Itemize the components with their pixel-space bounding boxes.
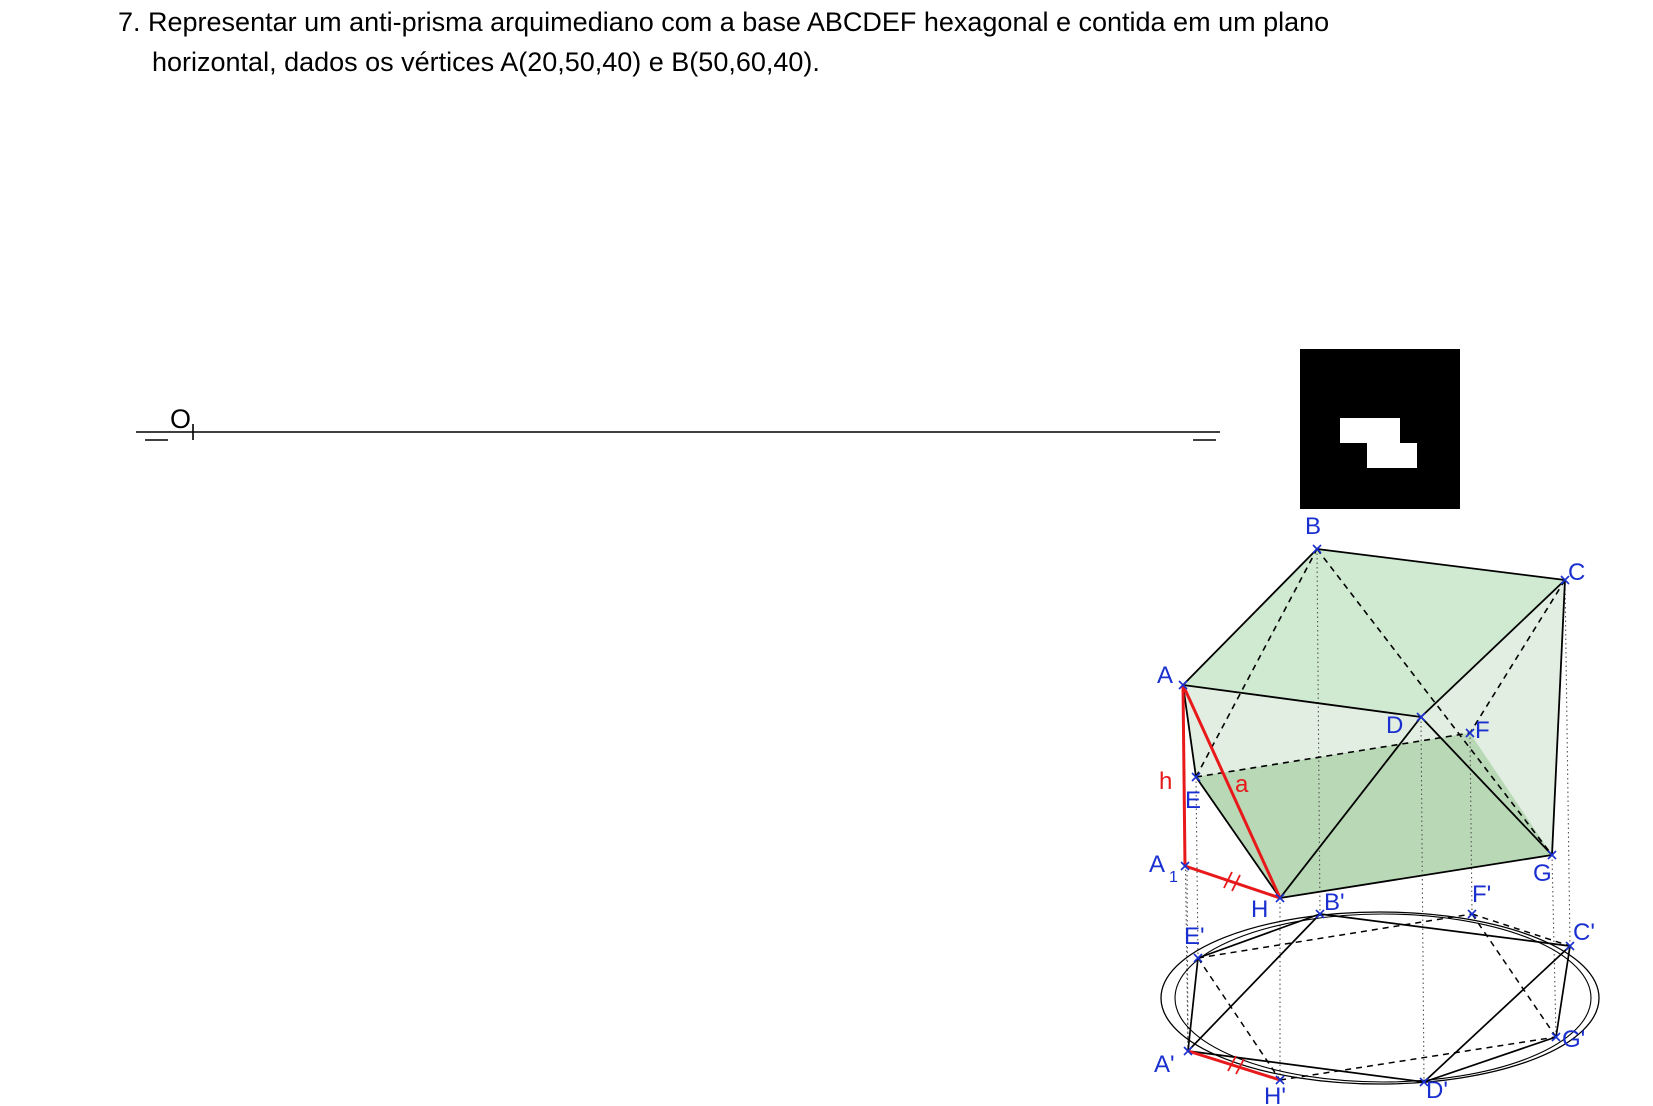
qr-marker	[1300, 349, 1460, 509]
circumscribed-ellipse-inner	[1174, 913, 1592, 1083]
statement-line-2: horizontal, dados os vértices A(20,50,40…	[152, 47, 820, 77]
height-line-h	[1181, 684, 1187, 867]
label-G-prime: G'	[1562, 1026, 1585, 1053]
upper-vertex-markers	[1178, 544, 1570, 903]
projection-vertex-markers	[1183, 909, 1575, 1087]
label-G: G	[1533, 860, 1552, 887]
label-F-prime: F'	[1472, 881, 1491, 908]
label-H: H	[1251, 896, 1268, 923]
edge-line-a	[1181, 684, 1282, 899]
height-construction	[1181, 684, 1282, 900]
label-C: C	[1568, 559, 1585, 586]
label-C-prime: C'	[1573, 919, 1595, 946]
label-F: F	[1475, 717, 1490, 744]
label-A1: A	[1149, 851, 1165, 878]
bottom-face	[1196, 733, 1552, 898]
projection-red-segment	[1187, 1049, 1281, 1082]
label-B: B	[1305, 513, 1321, 540]
label-D-prime: D'	[1426, 1077, 1448, 1104]
right-face	[1421, 580, 1565, 855]
construction-labels: h a	[1159, 768, 1249, 798]
label-H-prime: H'	[1264, 1083, 1286, 1106]
top-face	[1183, 549, 1565, 717]
label-E-prime: E'	[1184, 923, 1205, 950]
base-offset-line	[1184, 864, 1281, 900]
exercise-statement: 7. Representar um anti-prisma arquimedia…	[118, 2, 1568, 82]
ground-line	[136, 424, 1220, 441]
hidden-edges	[1195, 548, 1566, 856]
origin-label: O	[170, 404, 191, 434]
label-h: h	[1159, 768, 1172, 795]
statement-line-1: 7. Representar um anti-prisma arquimedia…	[118, 7, 1330, 37]
visible-edges	[1182, 548, 1566, 899]
projection-vertex-labels: A' B' C' D' E' F' G' H'	[1154, 881, 1595, 1106]
circumscribed-ellipse-outer	[1160, 911, 1600, 1085]
label-A1-subscript: 1	[1169, 869, 1178, 886]
label-A: A	[1157, 662, 1173, 689]
label-B-prime: B'	[1324, 889, 1345, 916]
label-a: a	[1235, 771, 1249, 798]
upper-vertex-labels: A B C D E F G H A 1	[1149, 513, 1585, 923]
label-A-prime: A'	[1154, 1051, 1175, 1078]
antiprism-3d: A B C D E F G H A 1 h a	[1149, 513, 1585, 1083]
projection-visible-edges	[1187, 913, 1571, 1083]
antiprism-projection: A' B' C' D' E' F' G' H'	[1154, 881, 1600, 1106]
label-D: D	[1386, 712, 1403, 739]
label-E: E	[1185, 787, 1201, 814]
